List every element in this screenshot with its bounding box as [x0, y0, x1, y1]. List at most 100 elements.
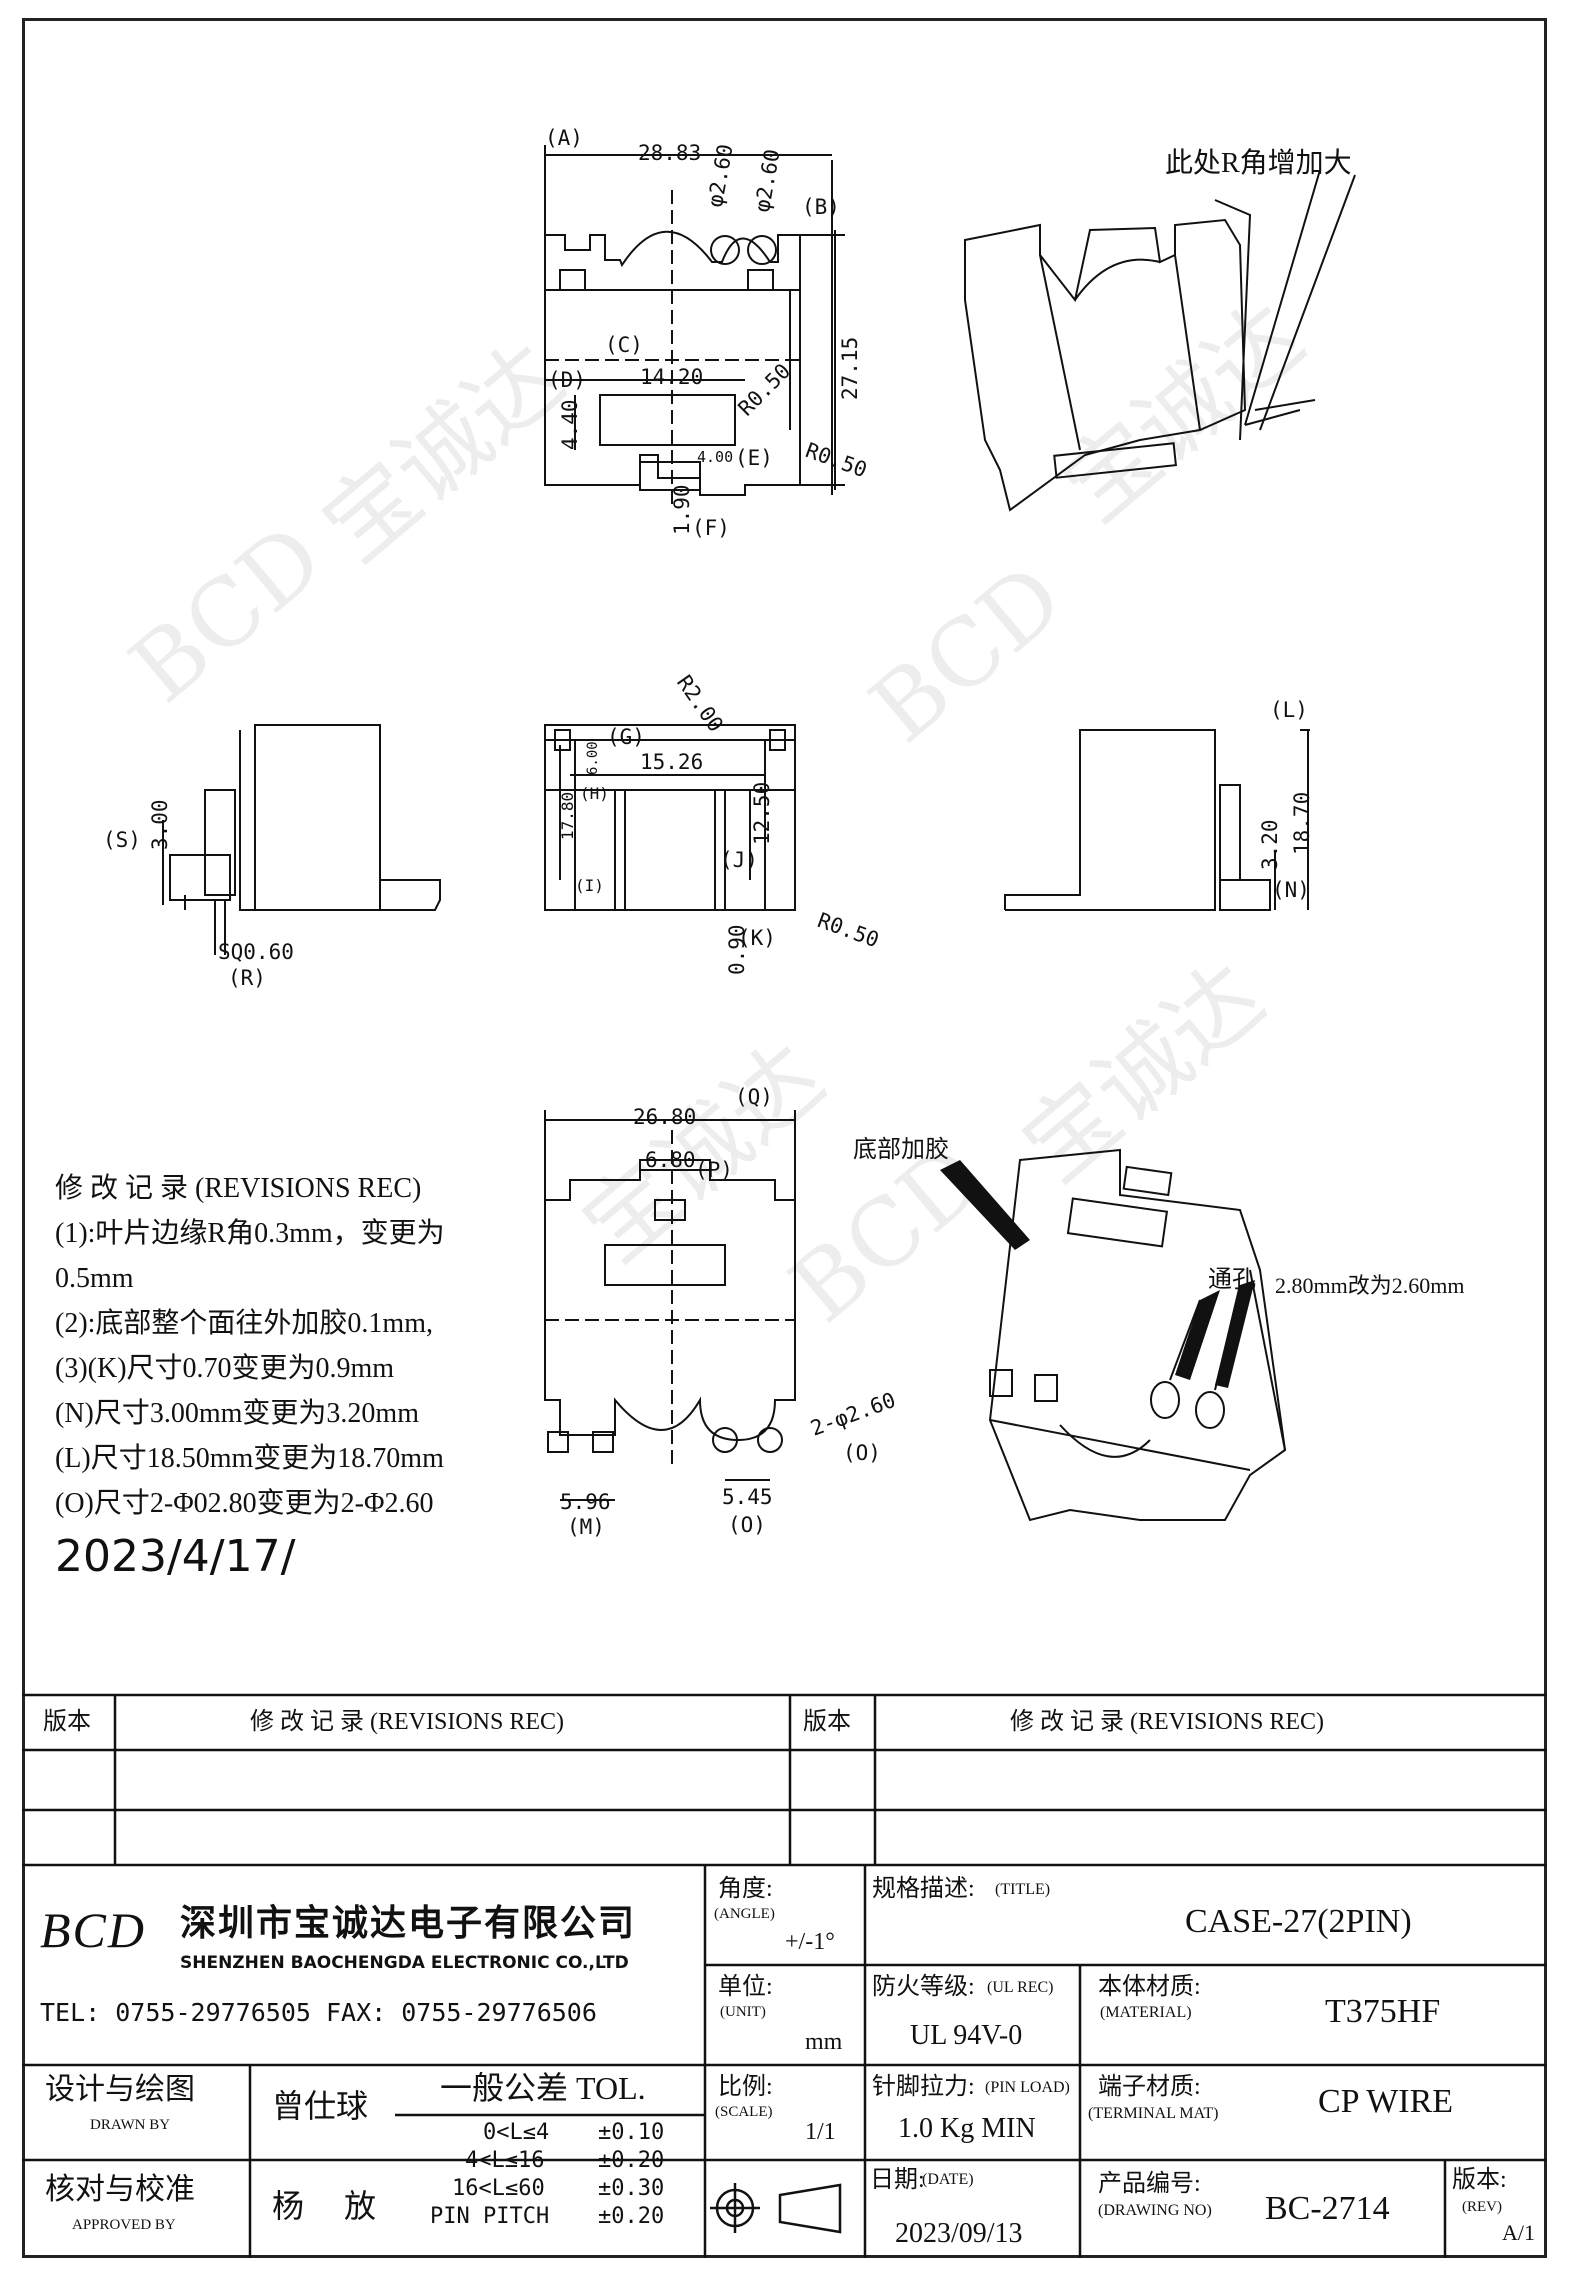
label-e: (E): [735, 446, 773, 470]
drawing-en: (DRAWING NO): [1098, 2202, 1212, 2219]
iso-top-note: 此处R角增加大: [1165, 148, 1352, 179]
ul-en: (UL REC): [987, 1979, 1054, 1996]
unit-en: (UNIT): [720, 2004, 766, 2020]
rev-label: 版本:: [1452, 2167, 1507, 2193]
drawing-label: 产品编号:: [1098, 2171, 1201, 2197]
rev-header-1: 版本: [43, 1709, 91, 1735]
revision-line: (N)尺寸3.00mm变更为3.20mm: [55, 1398, 419, 1429]
vent-note: 2.80mm改为2.60mm: [1275, 1273, 1465, 1298]
pin-en: (PIN LOAD): [985, 2079, 1070, 2096]
label-o-2: (O): [728, 1513, 766, 1537]
company-logo: BCD: [40, 1902, 146, 1958]
label-f: (F): [692, 516, 730, 540]
angle-en: (ANGLE): [714, 1906, 775, 1922]
label-g: (G): [607, 725, 645, 749]
dim-m: 5.96: [560, 1490, 611, 1514]
rev-value: A/1: [1502, 2220, 1535, 2245]
label-j: (J): [720, 848, 758, 872]
material-value: T375HF: [1325, 1993, 1441, 2030]
dim-width: 15.26: [640, 750, 704, 774]
date-en: (DATE): [922, 2171, 974, 2188]
ul-label: 防火等级:: [872, 1974, 975, 2000]
dim-o: 5.45: [722, 1485, 773, 1509]
title-value: CASE-27(2PIN): [1185, 1903, 1412, 1940]
terminal-en: (TERMINAL MAT): [1088, 2105, 1219, 2122]
angle-value: +/-1°: [785, 1929, 835, 1955]
label-q: (Q): [735, 1085, 773, 1109]
date-value: 2023/09/13: [895, 2218, 1023, 2249]
terminal-value: CP WIRE: [1318, 2083, 1454, 2120]
vent-label: 通孔: [1208, 1267, 1256, 1293]
dim-a: 28.83: [638, 141, 702, 165]
rev-header-2: 修 改 记 录 (REVISIONS REC): [250, 1709, 565, 1735]
drawn-en: DRAWN BY: [90, 2117, 171, 2133]
front-right-view: [1004, 729, 1310, 911]
label-m: (M): [567, 1515, 605, 1539]
dim-q: 26.80: [633, 1105, 697, 1129]
dim-e: 4.00: [697, 448, 734, 466]
pin-label: 针脚拉力:: [872, 2074, 975, 2100]
drawn-value: 曾仕球: [272, 2088, 369, 2124]
revision-line: (3)(K)尺寸0.70变更为0.9mm: [55, 1353, 395, 1384]
label-d: (D): [548, 368, 586, 392]
revision-line: (L)尺寸18.50mm变更为18.70mm: [55, 1443, 444, 1474]
label-i: (I): [575, 876, 604, 895]
front-mid-view: [544, 724, 796, 911]
revision-date: 2023/4/17/: [55, 1531, 296, 1582]
title-en: (TITLE): [995, 1881, 1051, 1898]
bottom-view: [544, 1110, 796, 1501]
rev-header-3: 版本: [803, 1709, 851, 1735]
tol-label: 一般公差 TOL.: [440, 2070, 646, 2106]
glue-note: 底部加胶: [853, 1137, 949, 1163]
label-l: (L): [1270, 698, 1308, 722]
tol-value: ±0.10: [598, 2120, 665, 2145]
approved-en: APPROVED BY: [72, 2217, 176, 2233]
label-s: (S): [103, 828, 141, 852]
revision-line: (2):底部整个面往外加胶0.1mm,: [55, 1308, 433, 1339]
tol-range: 16<L≤60: [452, 2176, 545, 2201]
rev-en: (REV): [1462, 2199, 1502, 2215]
scale-value: 1/1: [805, 2119, 836, 2145]
label-k: (K): [738, 926, 776, 950]
approved-value: 杨 放: [272, 2188, 393, 2224]
title-label: 规格描述:: [872, 1876, 975, 1902]
revision-line: (1):叶片边缘R角0.3mm，变更为: [55, 1218, 445, 1249]
tol-range: 0<L≤4: [483, 2120, 550, 2145]
bottom-iso-view: [988, 1148, 1287, 1522]
ul-value: UL 94V-0: [910, 2020, 1023, 2051]
top-iso-view: [964, 169, 1356, 512]
unit-value: mm: [805, 2029, 843, 2055]
tol-value: ±0.30: [598, 2176, 665, 2201]
front-left-view: [162, 724, 441, 955]
label-c: (C): [605, 333, 643, 357]
label-p: (P): [695, 1158, 733, 1182]
label-h: (H): [580, 784, 609, 803]
revision-line: 0.5mm: [55, 1263, 134, 1294]
terminal-label: 端子材质:: [1098, 2074, 1201, 2100]
scale-en: (SCALE): [715, 2104, 773, 2120]
company-name-en: SHENZHEN BAOCHENGDA ELECTRONIC CO.,LTD: [180, 1953, 629, 1973]
tol-value: ±0.20: [598, 2148, 665, 2173]
material-label: 本体材质:: [1098, 1974, 1201, 2000]
label-b: (B): [802, 195, 840, 219]
tol-range: 4<L≤16: [465, 2148, 545, 2173]
label-r: (R): [228, 966, 266, 990]
dim-sq: SQ0.60: [218, 940, 294, 964]
drawn-label: 设计与绘图: [45, 2073, 195, 2106]
revision-line: (O)尺寸2-Φ02.80变更为2-Φ2.60: [55, 1488, 434, 1519]
company-contact: TEL: 0755-29776505 FAX: 0755-29776506: [40, 1998, 597, 2027]
rev-header-4: 修 改 记 录 (REVISIONS REC): [1010, 1709, 1325, 1735]
scale-label: 比例:: [718, 2074, 773, 2100]
date-label: 日期:: [870, 2167, 925, 2193]
revision-notes-title: 修 改 记 录 (REVISIONS REC): [55, 1173, 422, 1204]
label-o: (O): [843, 1441, 881, 1465]
drawing-frame: [22, 18, 1547, 2258]
drawing-value: BC-2714: [1265, 2190, 1390, 2227]
material-en: (MATERIAL): [1100, 2004, 1192, 2021]
label-a: (A): [545, 126, 583, 150]
label-n: (N): [1272, 878, 1310, 902]
tol-value: ±0.20: [598, 2204, 665, 2229]
pin-value: 1.0 Kg MIN: [898, 2113, 1036, 2144]
